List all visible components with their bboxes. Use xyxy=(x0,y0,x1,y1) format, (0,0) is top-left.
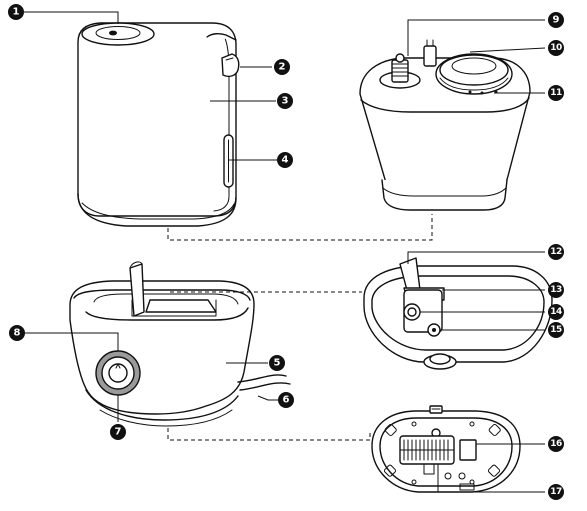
callout-badge-12: 12 xyxy=(548,244,564,260)
power-cord xyxy=(237,374,291,391)
water-tank-bottom-view xyxy=(359,39,531,211)
leader-lines xyxy=(24,11,546,493)
callout-label-5: 5 xyxy=(274,358,281,369)
callout-badge-11: 11 xyxy=(548,85,564,101)
callout-label-6: 6 xyxy=(283,395,290,406)
callout-label-3: 3 xyxy=(282,96,289,107)
rubber-feet xyxy=(383,423,501,477)
callout-badge-16: 16 xyxy=(548,436,564,452)
callout-label-9: 9 xyxy=(553,15,560,26)
dashed-link-tank-to-base xyxy=(167,214,433,241)
callout-label-12: 12 xyxy=(550,247,562,257)
callout-label-10: 10 xyxy=(550,43,562,53)
callout-label-11: 11 xyxy=(550,88,562,98)
humidifier-base-view xyxy=(69,261,291,427)
callout-badge-6: 6 xyxy=(278,392,294,408)
callout-badge-7: 7 xyxy=(110,424,126,440)
callout-badge-1: 1 xyxy=(8,4,24,20)
callout-label-1: 1 xyxy=(13,7,20,18)
callout-label-14: 14 xyxy=(550,307,562,317)
water-tank-front-view xyxy=(77,22,240,227)
callout-badge-17: 17 xyxy=(548,484,564,500)
callout-badge-15: 15 xyxy=(548,322,564,338)
tank-lid-knob xyxy=(109,30,117,36)
callout-badge-2: 2 xyxy=(274,59,290,75)
callout-label-17: 17 xyxy=(550,487,562,497)
callout-label-7: 7 xyxy=(115,427,122,438)
callout-badge-3: 3 xyxy=(277,93,293,109)
callout-badge-13: 13 xyxy=(548,282,564,298)
callout-label-16: 16 xyxy=(550,439,562,449)
callout-label-4: 4 xyxy=(282,155,289,166)
callout-label-15: 15 xyxy=(550,325,562,335)
reservoir-top-view xyxy=(363,257,553,370)
base-underside-view xyxy=(371,405,521,493)
base-float-arm xyxy=(129,263,145,317)
callout-badge-9: 9 xyxy=(548,12,564,28)
callout-badge-8: 8 xyxy=(9,325,25,341)
callout-badge-5: 5 xyxy=(269,355,285,371)
callout-badge-14: 14 xyxy=(548,304,564,320)
callout-label-13: 13 xyxy=(550,285,562,295)
callout-label-8: 8 xyxy=(14,328,21,339)
callout-label-2: 2 xyxy=(279,62,286,73)
callout-badge-4: 4 xyxy=(277,152,293,168)
power-knob xyxy=(108,363,128,383)
callout-badge-10: 10 xyxy=(548,40,564,56)
tank-handle xyxy=(221,53,240,78)
dashed-link-base-to-bottom xyxy=(167,428,371,441)
